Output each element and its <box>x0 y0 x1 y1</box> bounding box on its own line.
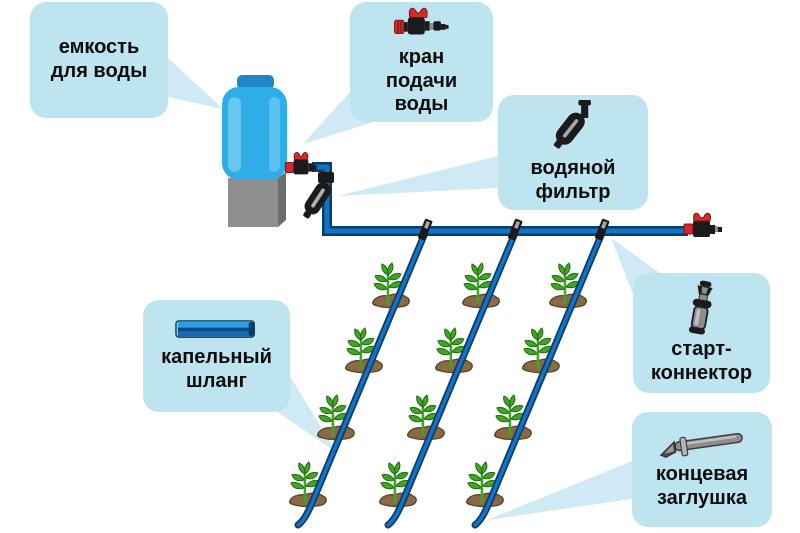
tank-stand <box>228 172 286 227</box>
callout-end-plug-label: концевая заглушка <box>655 462 749 509</box>
main-pipe <box>312 162 688 236</box>
water-filter-icon <box>553 100 591 149</box>
start-connector <box>594 218 610 241</box>
supply-valve-icon <box>393 7 449 35</box>
start-connector-icon <box>688 281 713 335</box>
drip-line <box>294 229 429 529</box>
callout-filter-label: водяной фильтр <box>530 157 616 203</box>
start-connectors <box>417 218 610 241</box>
water-filter-unit <box>303 172 334 219</box>
callout-supply-valve: кран подачи воды <box>350 2 493 122</box>
drip-hose-icon <box>174 320 255 339</box>
start-connector <box>507 218 523 241</box>
tank-valve <box>284 152 317 175</box>
callout-start-connector-label: старт- коннектор <box>650 338 753 384</box>
end-plug-icon <box>659 432 743 458</box>
drip-lines <box>294 229 606 529</box>
water-tank <box>222 75 287 180</box>
callout-end-plug: концевая заглушка <box>632 412 772 527</box>
start-connector <box>417 218 433 241</box>
callout-start-connector: старт- коннектор <box>633 273 770 393</box>
drip-line <box>384 229 519 529</box>
callout-pointer <box>337 156 498 196</box>
callout-tank: емкость для воды <box>30 2 168 118</box>
end-valve <box>683 212 722 237</box>
drip-line <box>471 229 606 529</box>
callout-tank-label: емкость для воды <box>50 36 148 82</box>
callout-supply-valve-label: кран подачи воды <box>385 46 458 116</box>
callout-pointer <box>487 461 632 520</box>
callout-drip-hose-label: капельный шланг <box>161 346 272 392</box>
callout-pointer <box>168 58 223 109</box>
callout-filter: водяной фильтр <box>498 95 648 210</box>
callout-drip-hose: капельный шланг <box>143 300 290 412</box>
